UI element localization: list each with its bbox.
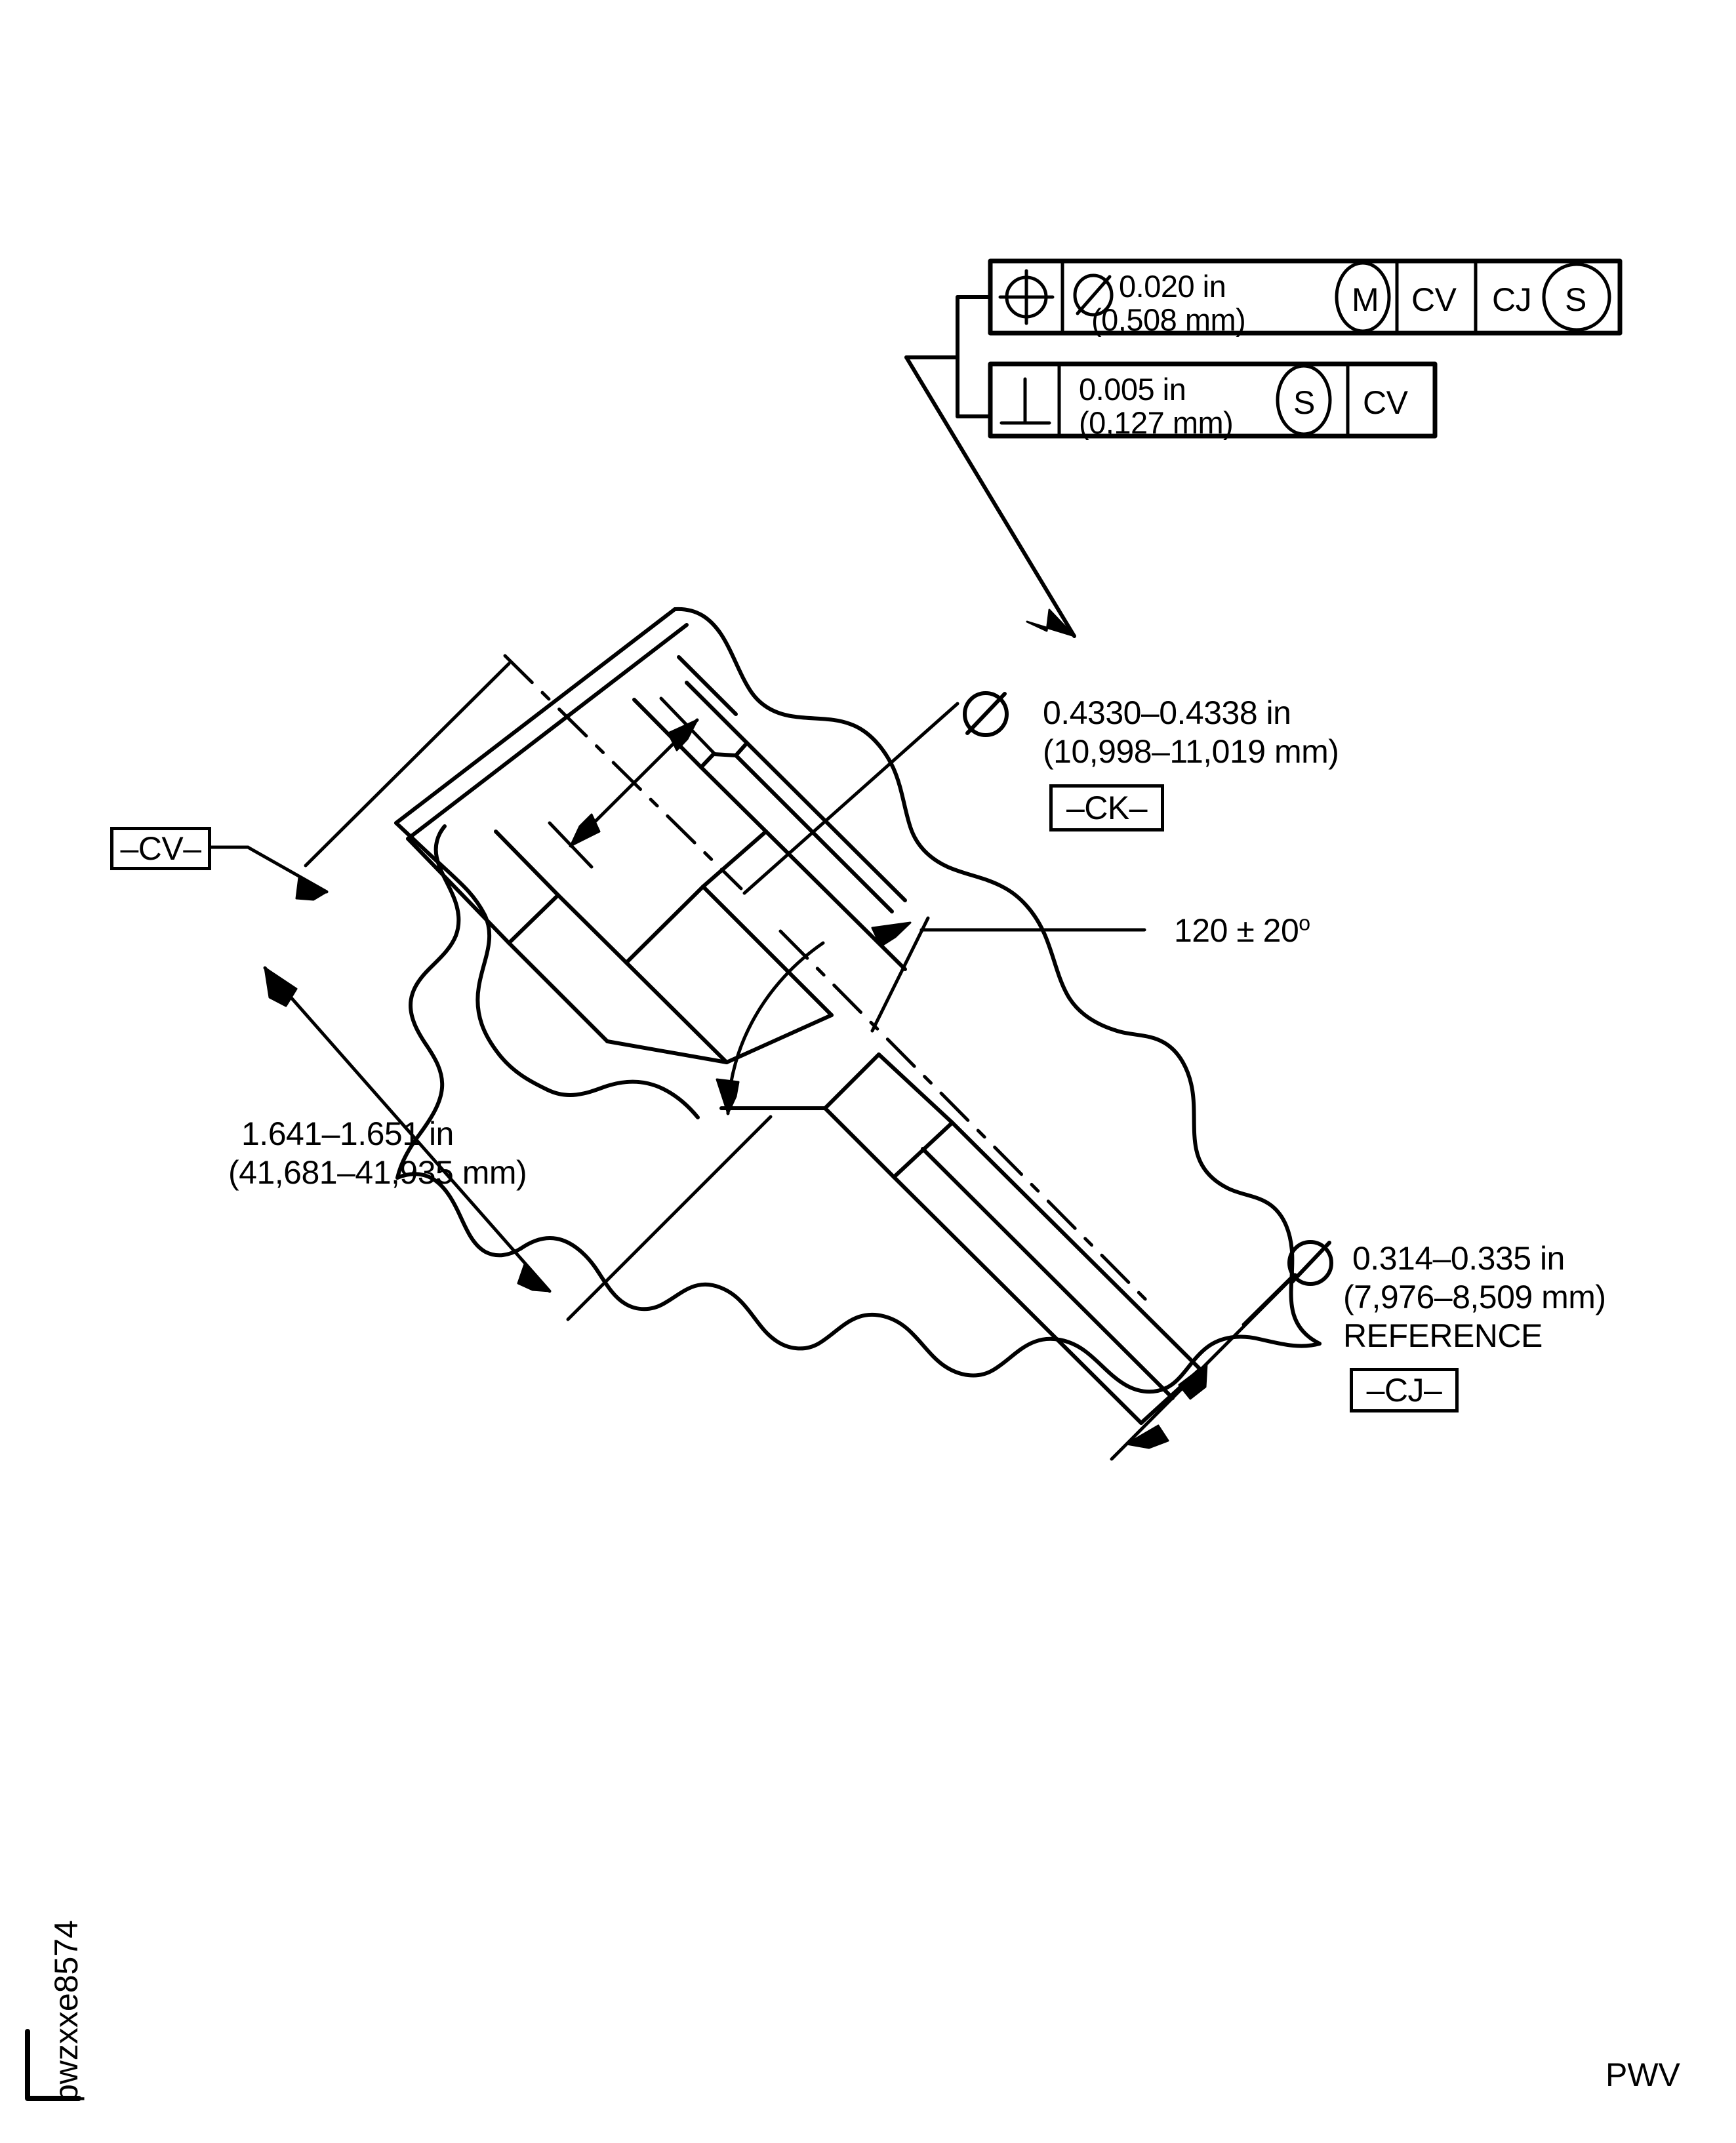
shaft-outline [719,1052,1202,1425]
fcf-leader-arrowhead [1026,609,1076,637]
centerlines [503,654,1156,1310]
position-datum-modifier: S [1565,281,1586,318]
shaft-dim-arrow-2 [1178,1363,1208,1400]
angle-value: 120 ± 20 [1174,912,1299,949]
fcf-leader [904,295,1076,638]
diameter-lower-line1: 0.314–0.335 in [1352,1240,1565,1277]
perpendicularity-icon [999,377,1051,425]
datum-ck-label: –CK– [1066,790,1148,826]
width-dim-arrow-2 [569,813,601,847]
length-dimension-lines [263,662,773,1321]
datum-cj-label: –CJ– [1366,1372,1442,1409]
diameter-lower-line3: REFERENCE [1343,1317,1543,1354]
diameter-upper-line1: 0.4330–0.4338 in [1043,694,1291,731]
length-line2: (41,681–41,935 mm) [228,1154,527,1191]
perpendicularity-tolerance-line2: (0,127 mm) [1079,405,1234,440]
frame1-diameter-icon [1073,273,1114,317]
length-dim-arrow-bottom [517,1263,551,1292]
upper-diameter-symbol-icon [963,691,1009,737]
lower-diameter-leader [1241,1273,1295,1327]
datum-cj-box: –CJ– [1350,1368,1459,1412]
perpendicularity-frame-outline [988,361,1438,439]
position-datum-cv: CV [1411,281,1457,318]
angle-dimension [726,916,1146,1115]
datum-cv-label: –CV– [120,830,201,867]
perpendicularity-material-modifier: S [1293,384,1315,421]
datum-ck-box: –CK– [1049,784,1164,831]
diameter-lower-line2: (7,976–8,509 mm) [1343,1279,1606,1315]
degree-symbol: o [1299,911,1310,935]
diameter-upper-line2: (10,998–11,019 mm) [1043,733,1339,770]
true-position-icon [998,269,1055,325]
perpendicularity-datum-cv: CV [1363,384,1408,421]
angle-arrow-top [871,921,912,948]
figure-id-label: pwzxxe8574 [48,1920,85,2102]
rfs-modifier-icon-1 [1542,262,1611,332]
perpendicularity-tolerance-line1: 0.005 in [1079,372,1186,407]
angle-arrow-bottom [716,1078,740,1115]
sheet-code-label: PWV [1605,2056,1680,2093]
datum-cv-arrow [295,876,328,901]
figure-corner-bracket [25,2029,81,2101]
position-material-modifier: M [1352,281,1379,318]
length-line1: 1.641–1.651 in [241,1115,454,1152]
rfs-modifier-icon-2 [1276,364,1332,436]
length-dim-arrow-top [264,967,298,1007]
part-body [394,607,1322,1394]
angle-callout-text: 120 ± 20o [1174,911,1310,950]
position-tolerance-line1: 0.020 in [1119,269,1226,304]
upper-diameter-leader [742,702,959,895]
lower-diameter-symbol-icon [1287,1240,1333,1286]
mmc-modifier-icon [1335,261,1391,333]
shaft-dim-arrow-1 [1125,1424,1169,1449]
datum-cv-box: –CV– [110,827,211,870]
position-tolerance-line2: (0,508 mm) [1091,302,1246,337]
position-datum-cj: CJ [1492,281,1532,318]
width-dim-arrow-1 [667,719,698,751]
